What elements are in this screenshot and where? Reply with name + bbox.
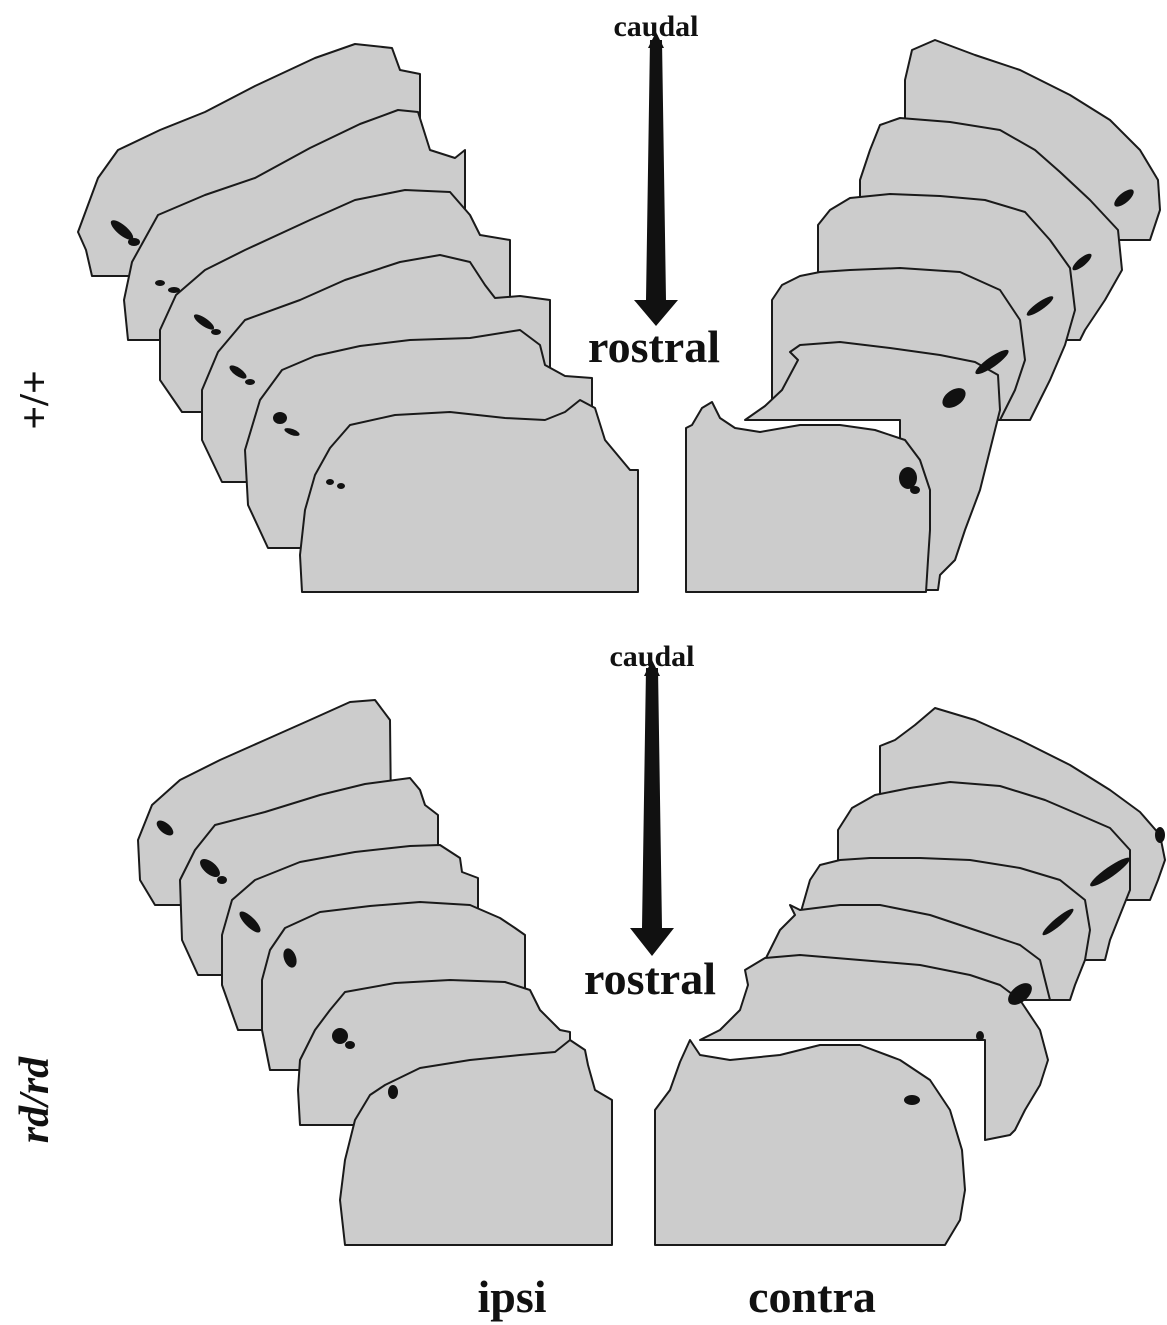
ipsi-section-6 [300,400,638,592]
labelled-patch [217,876,227,884]
rostral-label: rostral [584,953,716,1004]
orientation-arrow-mutant [630,668,674,956]
labelled-patch [337,483,345,489]
ipsi-sections-wildtype [78,44,638,592]
labelled-patch [899,467,917,489]
contra-section-6 [686,402,930,592]
labelled-patch [332,1028,348,1044]
labelled-patch [910,486,920,494]
labelled-patch [1155,827,1165,843]
labelled-patch [128,238,140,246]
contra-sections-mutant [655,708,1165,1245]
labelled-patch [326,479,334,485]
labelled-patch [155,280,165,286]
rostral-label: rostral [588,321,720,372]
ipsi-column-label: ipsi [477,1271,546,1322]
contra-section-6 [655,1040,965,1245]
labelled-patch [273,412,287,424]
labelled-patch [345,1041,355,1049]
contra-sections-wildtype [686,40,1160,592]
panel-wildtype: caudal rostral +/+ [12,10,1160,592]
labelled-patch [168,287,180,293]
genotype-label: +/+ [12,370,58,430]
ipsi-sections-mutant [138,700,612,1245]
labelled-patch [976,1031,984,1041]
labelled-patch [211,329,221,335]
genotype-label: rd/rd [12,1056,58,1143]
contra-column-label: contra [748,1271,876,1322]
caudal-label: caudal [613,10,698,43]
labelled-patch [388,1085,398,1099]
panel-mutant: caudal rostral rd/rd [12,640,1165,1245]
orientation-arrow-wildtype [634,40,678,326]
labelled-patch [245,379,255,385]
caudal-label: caudal [609,640,694,673]
labelled-patch [904,1095,920,1105]
